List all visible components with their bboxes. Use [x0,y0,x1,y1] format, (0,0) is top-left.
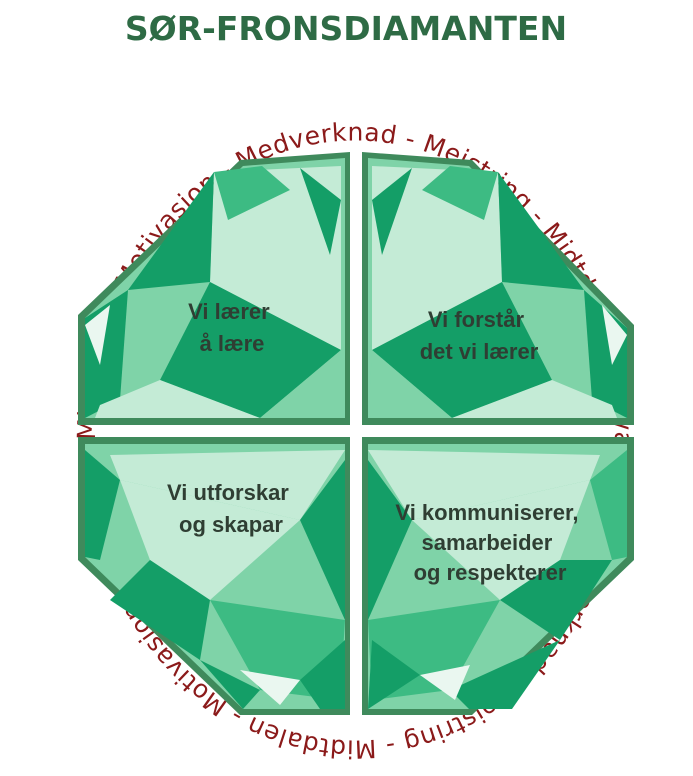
label-top-left: Vi lærer å lære [188,299,276,356]
page-title: SØR-FRONSDIAMANTEN [125,9,567,48]
label-bottom-right: Vi kommuniserer, samarbeider og respekte… [395,500,584,585]
quadrant-top-left [78,152,350,425]
quadrant-bottom-left [78,437,350,715]
label-top-right: Vi forstår det vi lærer [420,307,539,364]
quadrant-bottom-right [362,437,634,715]
label-bottom-left: Vi utforskar og skapar [167,480,295,537]
quadrant-top-right [362,152,634,425]
